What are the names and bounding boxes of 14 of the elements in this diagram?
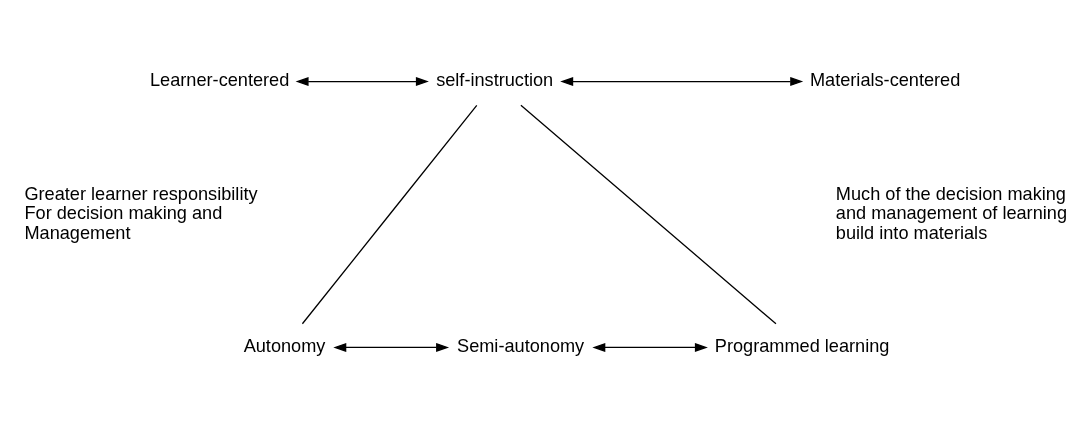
arrow	[333, 342, 450, 352]
node-text: Learner-centered	[150, 69, 290, 90]
node-text: Programmed learning	[714, 335, 890, 356]
arrow	[295, 76, 429, 86]
connector	[520, 104, 777, 324]
arrow	[592, 342, 708, 352]
arrow	[560, 76, 804, 86]
node-text: Semi-autonomy	[457, 335, 585, 356]
connector	[301, 104, 478, 324]
node-text: self-instruction	[436, 69, 554, 90]
node-text: Materials-centered	[809, 69, 961, 90]
label: Much of the decision making and management of learning build into materials	[835, 183, 1067, 243]
label: Greater learner responsibility For decision making and Management	[24, 183, 258, 243]
node-text: Autonomy	[243, 335, 326, 356]
